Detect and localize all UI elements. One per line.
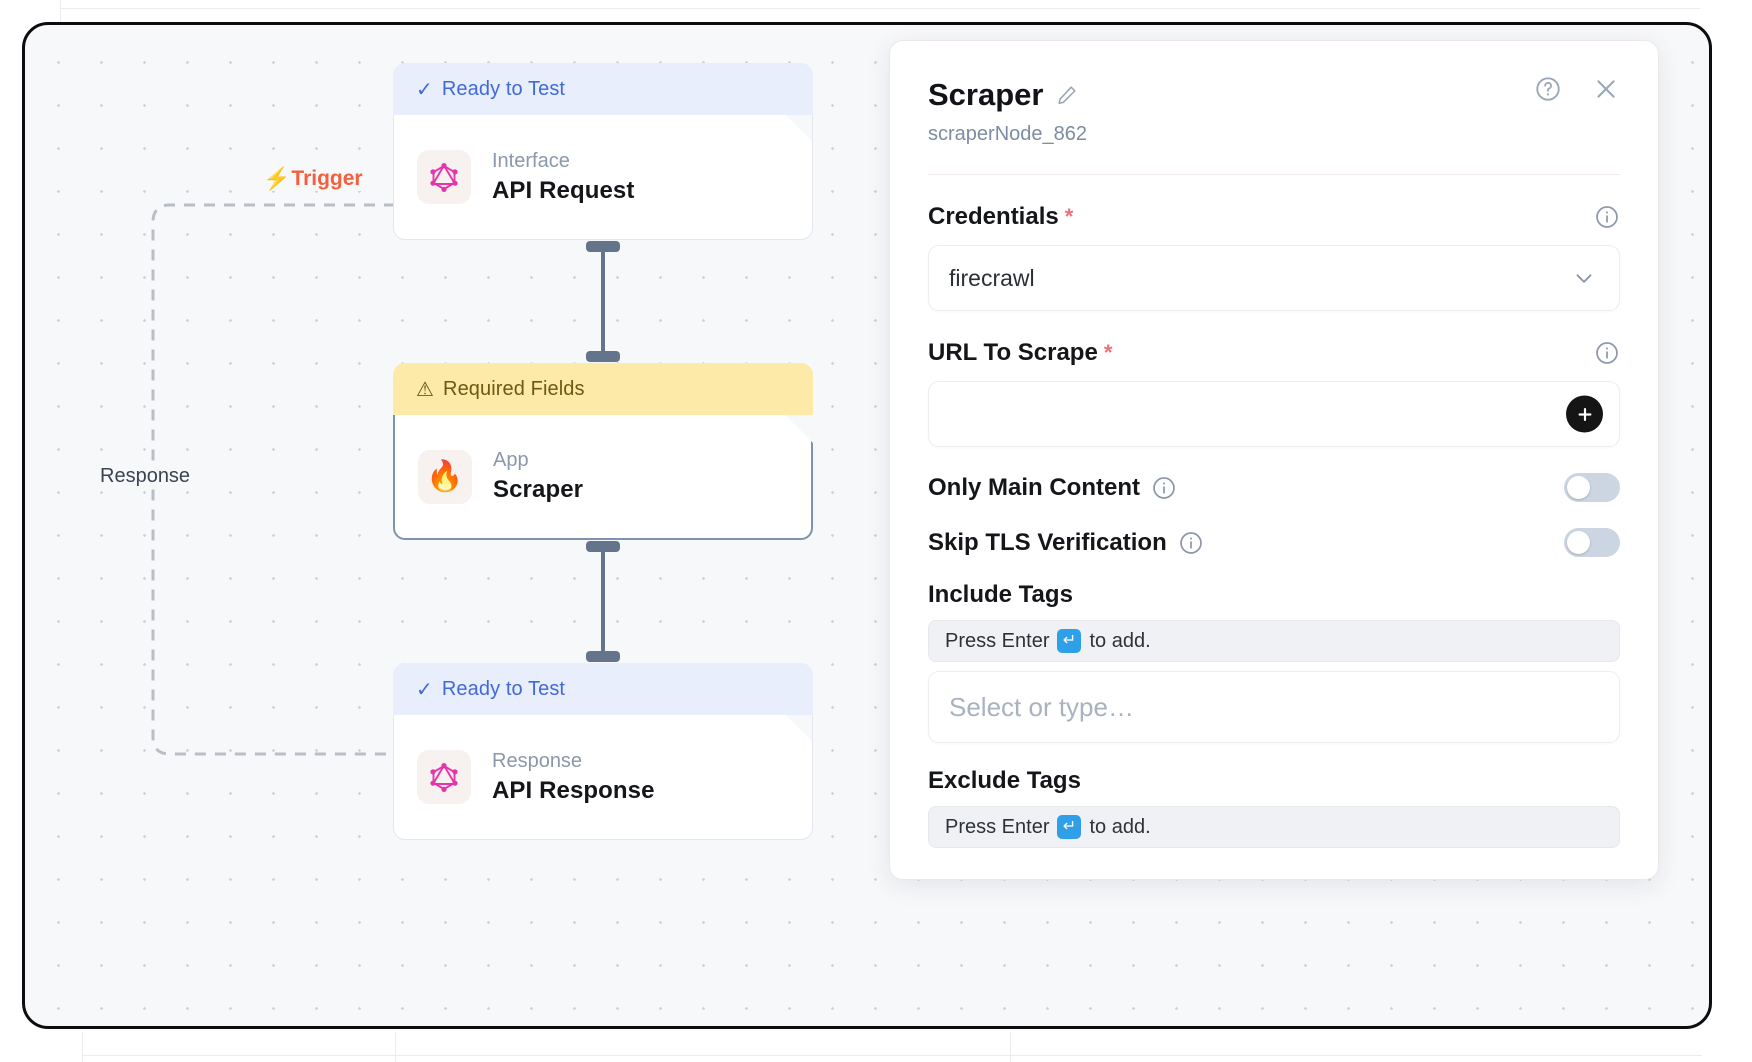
node-handle-top[interactable] — [586, 351, 620, 362]
node-title-label: Scraper — [493, 476, 584, 503]
check-icon: ✓ — [416, 678, 433, 701]
help-circle-icon[interactable] — [1534, 75, 1562, 103]
credentials-value: firecrawl — [949, 264, 1035, 291]
node-title-label: API Response — [492, 776, 655, 804]
exclude-tags-label: Exclude Tags — [928, 767, 1081, 794]
panel-divider — [928, 174, 1620, 175]
node-status-text: Ready to Test — [441, 77, 566, 100]
skip-tls-label: Skip TLS Verification — [928, 529, 1204, 557]
skip-tls-toggle[interactable] — [1564, 528, 1620, 557]
credentials-select[interactable]: firecrawl — [928, 245, 1620, 311]
include-tags-hint: Press Enter ↵ to add. — [928, 620, 1620, 662]
only-main-content-row: Only Main Content — [928, 473, 1620, 502]
node-status-badge: ✓ Ready to Test — [393, 63, 813, 115]
panel-header: Scraper — [928, 77, 1620, 113]
hint-suffix: to add. — [1089, 629, 1151, 652]
node-meta: App Scraper — [493, 449, 583, 504]
node-handle-top[interactable] — [586, 651, 620, 662]
node-title-label: API Request — [492, 176, 635, 204]
node-meta: Response API Response — [492, 750, 655, 805]
credentials-label: Credentials * — [928, 203, 1073, 231]
panel-title: Scraper — [928, 77, 1078, 113]
panel-title-text: Scraper — [928, 77, 1044, 112]
node-settings-panel: Scraper scraperNode_862 — [889, 40, 1659, 880]
graphql-icon — [417, 750, 471, 804]
trigger-edge-label: ⚡ Trigger — [257, 167, 369, 191]
check-icon: ✓ — [416, 78, 433, 101]
bg-divider-line — [1010, 1032, 1011, 1062]
node-corner-notch — [786, 715, 812, 741]
include-tags-placeholder: Select or type… — [949, 691, 1134, 722]
enter-key-icon: ↵ — [1057, 629, 1082, 653]
flow-node-api-request[interactable]: ✓ Ready to Test — [393, 63, 813, 240]
node-meta: Interface API Request — [492, 150, 634, 205]
bg-divider-line — [82, 1032, 83, 1062]
only-main-content-toggle[interactable] — [1564, 473, 1620, 502]
required-marker: * — [1064, 204, 1074, 229]
credentials-field-header: Credentials * — [928, 203, 1620, 231]
plus-icon[interactable] — [1566, 395, 1603, 433]
node-body[interactable]: 🔥 App Scraper — [393, 415, 813, 540]
node-kind-label: Interface — [492, 149, 570, 172]
node-handle-bottom[interactable] — [586, 241, 620, 252]
panel-node-id: scraperNode_862 — [928, 123, 1087, 145]
skip-tls-row: Skip TLS Verification — [928, 528, 1620, 557]
url-input-wrapper[interactable] — [928, 381, 1620, 447]
bg-divider-line — [82, 1055, 1702, 1056]
warning-triangle-icon: ⚠ — [416, 378, 435, 401]
only-main-content-label-text: Only Main Content — [928, 473, 1140, 501]
exclude-tags-hint: Press Enter ↵ to add. — [928, 806, 1620, 848]
include-tags-input[interactable]: Select or type… — [928, 671, 1620, 743]
node-corner-notch — [786, 115, 812, 141]
info-icon[interactable] — [1594, 340, 1620, 366]
node-handle-bottom[interactable] — [586, 541, 620, 552]
info-icon[interactable] — [1594, 204, 1620, 230]
include-tags-label: Include Tags — [928, 581, 1073, 608]
url-label-text: URL To Scrape — [928, 339, 1098, 366]
node-status-badge: ⚠ Required Fields — [393, 363, 813, 415]
node-kind-label: App — [493, 449, 529, 471]
graphql-icon — [417, 150, 471, 204]
node-status-badge: ✓ Ready to Test — [393, 663, 813, 715]
url-label: URL To Scrape * — [928, 339, 1112, 367]
response-edge-label: Response — [93, 465, 198, 488]
only-main-content-label: Only Main Content — [928, 474, 1177, 502]
pencil-icon[interactable] — [1056, 84, 1078, 106]
chevron-down-icon[interactable] — [1571, 265, 1597, 291]
flow-node-api-response[interactable]: ✓ Ready to Test — [393, 663, 813, 840]
flow-node-scraper[interactable]: ⚠ Required Fields 🔥 App Scraper — [393, 363, 813, 540]
hint-suffix: to add. — [1089, 815, 1151, 838]
skip-tls-label-text: Skip TLS Verification — [928, 528, 1167, 556]
node-status-text: Required Fields — [443, 377, 585, 400]
info-icon[interactable] — [1151, 475, 1177, 501]
bg-divider-line — [60, 0, 61, 22]
close-icon[interactable] — [1592, 75, 1620, 103]
node-status-text: Ready to Test — [441, 677, 566, 700]
toggle-knob — [1567, 476, 1590, 499]
trigger-label-text: Trigger — [291, 167, 363, 190]
node-body[interactable]: Response API Response — [393, 715, 813, 840]
info-icon[interactable] — [1178, 530, 1204, 556]
required-marker: * — [1103, 340, 1113, 365]
url-field-header: URL To Scrape * — [928, 339, 1620, 367]
enter-key-icon: ↵ — [1057, 815, 1082, 839]
node-kind-label: Response — [492, 749, 583, 772]
node-body[interactable]: Interface API Request — [393, 115, 813, 240]
lightning-bolt-icon: ⚡ — [263, 166, 291, 191]
credentials-label-text: Credentials — [928, 203, 1059, 230]
hint-prefix: Press Enter — [945, 629, 1050, 652]
toggle-knob — [1567, 531, 1590, 554]
bg-divider-line — [60, 8, 1700, 9]
hint-prefix: Press Enter — [945, 815, 1050, 838]
fire-icon: 🔥 — [418, 450, 472, 504]
bg-divider-line — [395, 1032, 396, 1062]
